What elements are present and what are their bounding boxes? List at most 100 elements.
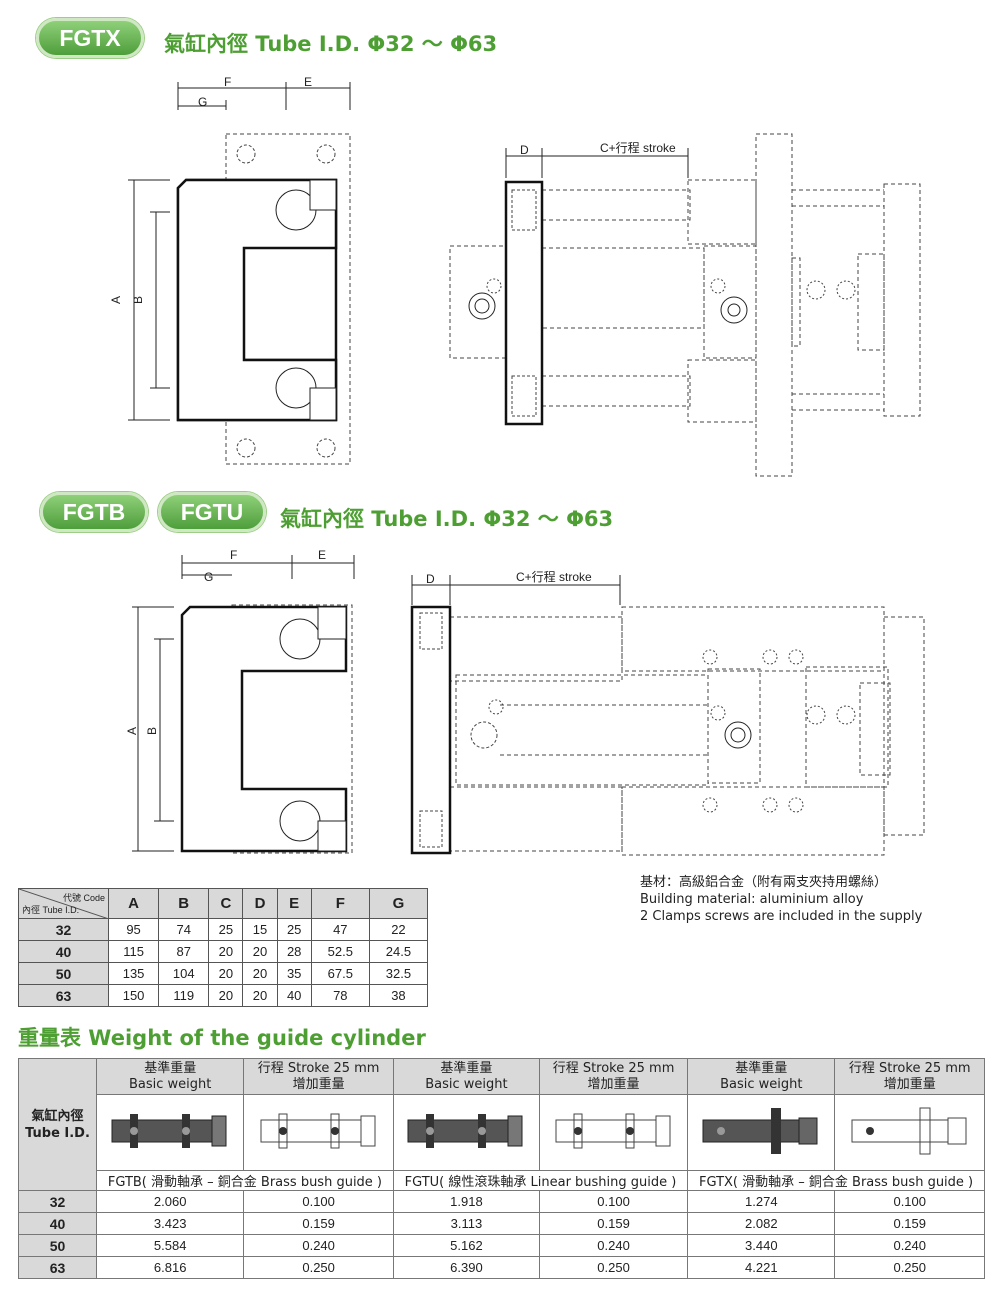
fgtb-badge-label: FGTB xyxy=(62,498,126,525)
row-id: 32 xyxy=(18,1190,97,1213)
table-cell: 0.100 xyxy=(538,1190,689,1213)
fgtx-stroke-image xyxy=(834,1094,985,1171)
table-cell: 5.162 xyxy=(392,1234,540,1257)
fgtx-badge-label: FGTX xyxy=(59,24,121,51)
fgtx-side-view: D C+行程 stroke xyxy=(449,133,921,477)
dim-b2-label: B xyxy=(145,727,159,735)
table-cell: 28 xyxy=(276,940,312,963)
dimension-table: 代號 Code 內徑 Tube I.D. A B C D E F G 32 95… xyxy=(18,888,429,1007)
table-cell: 6.816 xyxy=(95,1256,245,1279)
table-cell: 115 xyxy=(107,940,160,963)
note-line: 2 Clamps screws are included in the supp… xyxy=(640,909,923,924)
table-cell: 0.100 xyxy=(243,1190,394,1213)
row-id: 50 xyxy=(18,962,109,985)
table-cell: 0.159 xyxy=(243,1212,394,1235)
fgtu-badge: FGTU xyxy=(158,492,266,532)
row-id: 32 xyxy=(18,918,109,941)
table-cell: 67.5 xyxy=(310,962,370,985)
basic-weight-zh: 基準重量 xyxy=(440,1060,493,1076)
table-cell: 78 xyxy=(310,984,370,1007)
fgtb-stroke-image xyxy=(243,1094,394,1171)
dim-b-label: B xyxy=(131,296,145,304)
basic-weight-zh: 基準重量 xyxy=(144,1060,197,1076)
dim-f2-label: F xyxy=(230,548,237,562)
weight-table-title: 重量表 Weight of the guide cylinder xyxy=(18,1026,426,1050)
section1-title: 氣缸內徑 Tube I.D. Φ32 ～ Φ63 xyxy=(164,32,498,56)
tube-id-header-line2: Tube I.D. xyxy=(25,1125,90,1141)
basic-weight-en: Basic weight xyxy=(129,1076,212,1092)
fgtb-badge: FGTB xyxy=(40,492,148,532)
table-row: 40 115 87 20 20 28 52.5 24.5 xyxy=(18,940,429,963)
tube-id-header: 氣缸內徑 Tube I.D. xyxy=(18,1058,97,1191)
dim-e-label: E xyxy=(304,75,312,89)
col-header-b: B xyxy=(158,888,210,919)
stroke-weight-zh: 增加重量 xyxy=(883,1076,936,1092)
table-cell: 0.159 xyxy=(834,1212,985,1235)
table-cell: 20 xyxy=(208,984,244,1007)
table-cell: 0.100 xyxy=(834,1190,985,1213)
dim-d2-label: D xyxy=(426,572,435,586)
table-cell: 32.5 xyxy=(368,962,429,985)
table-cell: 35 xyxy=(276,962,312,985)
dim-a-label: A xyxy=(110,296,123,304)
table-cell: 0.240 xyxy=(538,1234,689,1257)
table-cell: 4.221 xyxy=(687,1256,836,1279)
dim-e2-label: E xyxy=(318,548,326,562)
table-cell: 3.113 xyxy=(392,1212,540,1235)
row-id: 63 xyxy=(18,984,109,1007)
tube-id-header-line1: 氣缸內徑 xyxy=(31,1108,84,1124)
table-row: 40 3.423 0.159 3.113 0.159 2.082 0.159 xyxy=(18,1212,985,1235)
material-notes: 基材：高級鋁合金（附有兩支夾持用螺絲） Building material: a… xyxy=(640,874,922,925)
fgtx-guide-label: FGTX( 滑動軸承 – 銅合金 Brass bush guide ) xyxy=(687,1170,985,1191)
fgtu-stroke-image xyxy=(538,1094,689,1171)
table-row: 50 5.584 0.240 5.162 0.240 3.440 0.240 xyxy=(18,1234,985,1257)
fgtu-guide-label: FGTU( 線性滾珠軸承 Linear bushing guide ) xyxy=(392,1170,689,1191)
table-cell: 135 xyxy=(107,962,160,985)
table-row: 32 2.060 0.100 1.918 0.100 1.274 0.100 xyxy=(18,1190,985,1213)
note-line: 基材：高級鋁合金（附有兩支夾持用螺絲） xyxy=(640,875,888,890)
table-cell: 5.584 xyxy=(95,1234,245,1257)
row-id: 40 xyxy=(18,940,109,963)
table-cell: 0.240 xyxy=(834,1234,985,1257)
table-cell: 0.250 xyxy=(834,1256,985,1279)
table-cell: 3.423 xyxy=(95,1212,245,1235)
fgtx-basic-image xyxy=(687,1094,836,1171)
table-cell: 1.274 xyxy=(687,1190,836,1213)
corner-id-label: 內徑 Tube I.D. xyxy=(22,905,80,915)
dim-c2-label: C+行程 stroke xyxy=(516,569,592,584)
table-cell: 0.250 xyxy=(538,1256,689,1279)
fgtb-side-view: D C+行程 stroke xyxy=(410,569,925,856)
note-line: Building material: aluminium alloy xyxy=(640,892,864,907)
table-cell: 20 xyxy=(242,984,278,1007)
table-row: 63 6.816 0.250 6.390 0.250 4.221 0.250 xyxy=(18,1256,985,1279)
basic-weight-en: Basic weight xyxy=(720,1076,803,1092)
basic-weight-zh: 基準重量 xyxy=(735,1060,788,1076)
table-row: 32 95 74 25 15 25 47 22 xyxy=(18,918,429,941)
table-cell: 2.082 xyxy=(687,1212,836,1235)
table-cell: 0.159 xyxy=(538,1212,689,1235)
table-cell: 24.5 xyxy=(368,940,429,963)
fgtb-front-view: A B F E G xyxy=(125,548,355,854)
fgtu-badge-label: FGTU xyxy=(180,498,244,525)
table-cell: 150 xyxy=(107,984,160,1007)
table-cell: 47 xyxy=(310,918,370,941)
section2-title: 氣缸內徑 Tube I.D. Φ32 ～ Φ63 xyxy=(280,507,614,531)
stroke-weight-zh: 增加重量 xyxy=(292,1076,345,1092)
basic-weight-en: Basic weight xyxy=(425,1076,508,1092)
col-header-a: A xyxy=(107,888,160,919)
table-cell: 20 xyxy=(208,962,244,985)
fgtb-guide-label: FGTB( 滑動軸承 – 銅合金 Brass bush guide ) xyxy=(96,1170,394,1191)
table-cell: 40 xyxy=(276,984,312,1007)
corner-code-label: 代號 Code xyxy=(62,893,105,903)
row-id: 50 xyxy=(18,1234,97,1257)
table-cell: 2.060 xyxy=(95,1190,245,1213)
table-cell: 104 xyxy=(158,962,210,985)
table-corner-cell: 代號 Code 內徑 Tube I.D. xyxy=(18,888,109,919)
dim-a2-label: A xyxy=(125,727,139,735)
